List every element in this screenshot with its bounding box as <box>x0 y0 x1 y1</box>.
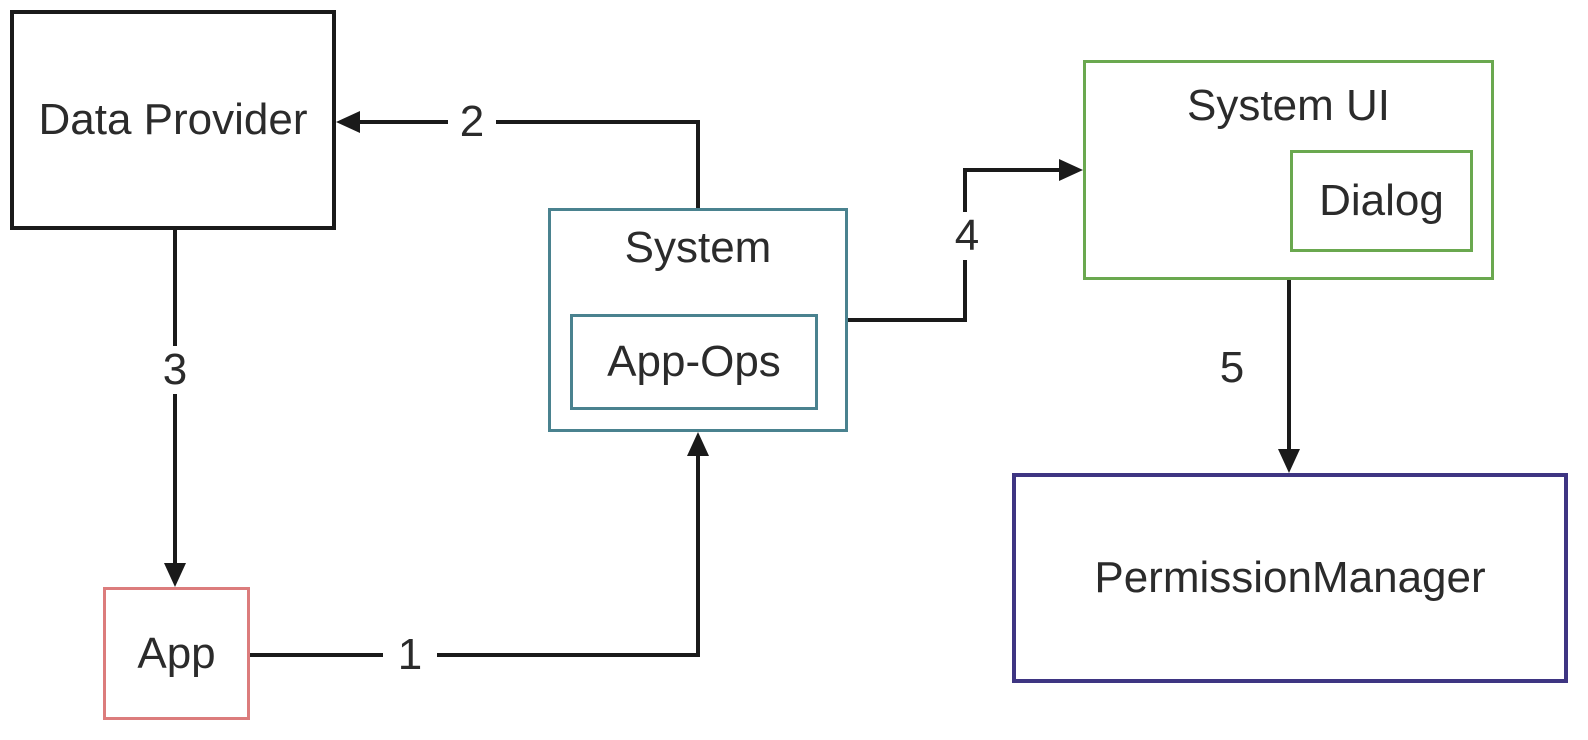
node-dialog: Dialog <box>1290 150 1473 252</box>
edge-2-segment-horizontal <box>360 120 700 124</box>
edge-1-arrowhead-up-icon <box>687 432 709 456</box>
edge-4-segment-horizontal-upper <box>965 168 1059 172</box>
node-app: App <box>103 587 250 720</box>
edge-3-label: 3 <box>150 346 200 394</box>
node-dialog-label: Dialog <box>1319 176 1444 225</box>
edge-2-arrowhead-left-icon <box>336 111 360 133</box>
edge-4-segment-horizontal-lower <box>848 318 967 322</box>
edge-1-label: 1 <box>383 631 437 679</box>
node-system-label: System <box>624 223 772 272</box>
node-data-provider-label: Data Provider <box>38 95 308 144</box>
edge-1-segment-horizontal <box>250 653 698 657</box>
node-system-ui-label: System UI <box>1187 81 1390 130</box>
edge-4-arrowhead-right-icon <box>1059 159 1083 181</box>
edge-2-label: 2 <box>448 98 496 146</box>
edge-3-segment-vertical <box>173 230 177 563</box>
node-app-ops-label: App-Ops <box>607 337 781 386</box>
edge-3-arrowhead-down-icon <box>164 563 186 587</box>
node-permission-manager: PermissionManager <box>1012 473 1568 683</box>
node-system-ui: System UI Dialog <box>1083 60 1494 280</box>
node-app-ops: App-Ops <box>570 314 818 410</box>
edge-5-segment-vertical <box>1287 280 1291 449</box>
edge-2-segment-vertical <box>696 122 700 208</box>
edge-1-segment-vertical <box>696 454 700 657</box>
node-system: System App-Ops <box>548 208 848 432</box>
edge-4-label: 4 <box>943 212 991 260</box>
edge-5-arrowhead-down-icon <box>1278 449 1300 473</box>
edge-5-label: 5 <box>1219 343 1245 392</box>
node-permission-manager-label: PermissionManager <box>1094 553 1486 602</box>
node-app-label: App <box>137 628 216 678</box>
node-data-provider: Data Provider <box>10 10 336 230</box>
